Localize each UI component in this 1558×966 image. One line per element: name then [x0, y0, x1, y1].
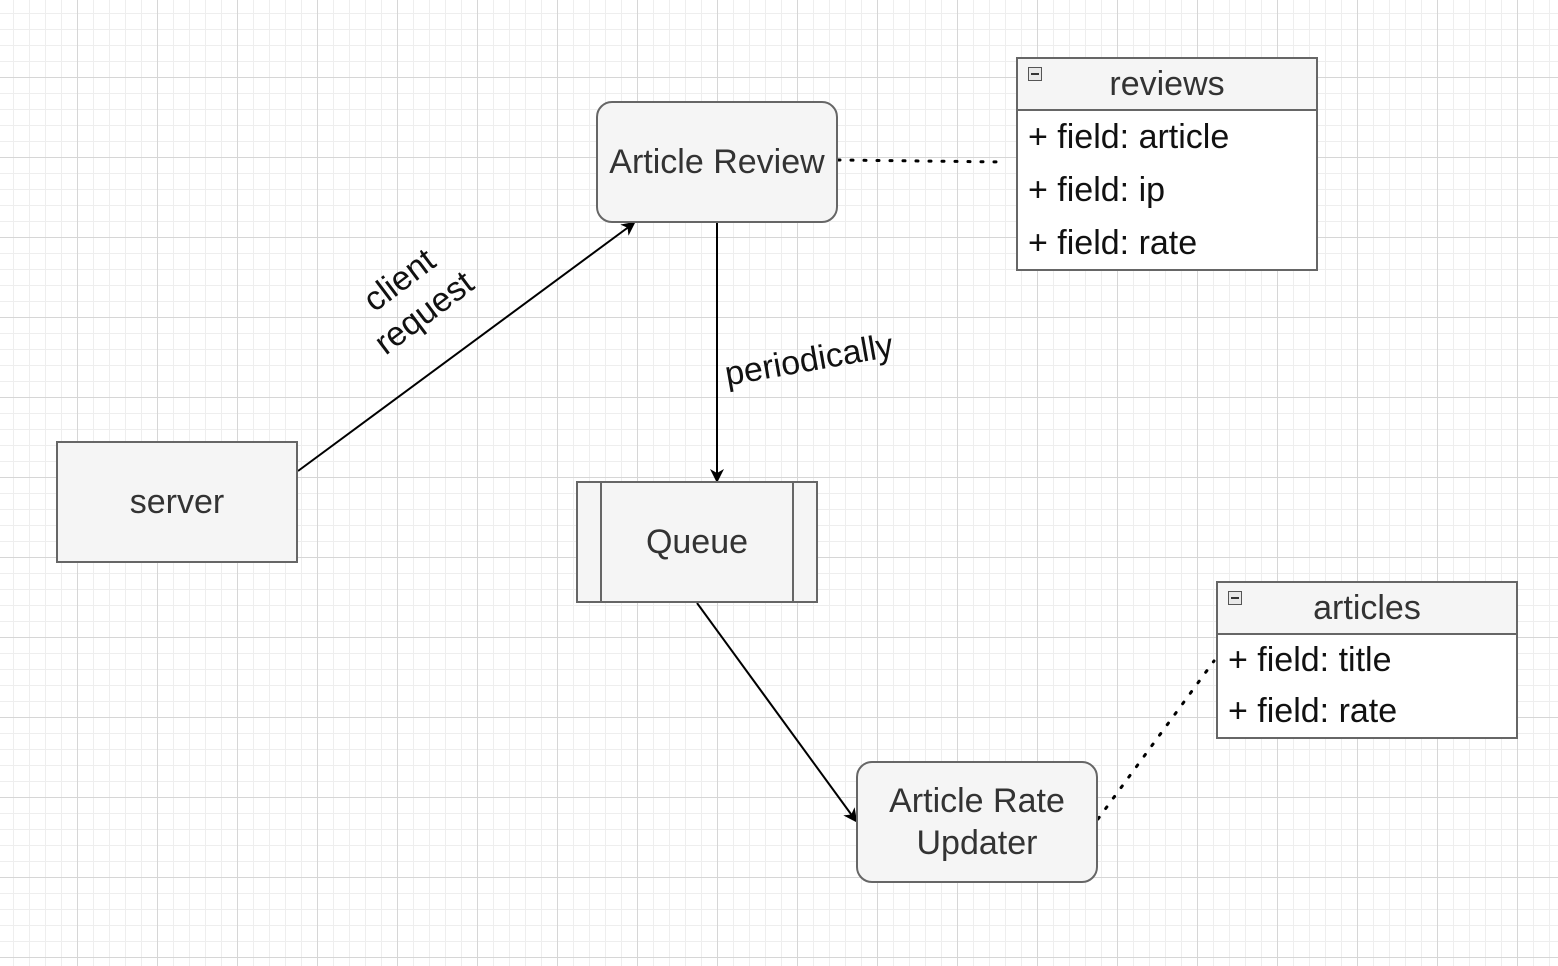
reviews-table[interactable]: reviews + field: article + field: ip + f…	[1016, 57, 1318, 271]
server-label: server	[129, 482, 225, 521]
articles-table-title: articles	[1313, 588, 1421, 627]
queue-node[interactable]: Queue	[576, 481, 818, 603]
article-review-node[interactable]: Article Review	[596, 101, 838, 223]
link-updater-to-articles[interactable]	[1096, 659, 1216, 821]
collapse-icon[interactable]	[1228, 591, 1242, 605]
article-rate-updater-label: Article Rate Updater	[889, 781, 1065, 863]
articles-table[interactable]: articles + field: title + field: rate	[1216, 581, 1518, 739]
articles-field-title[interactable]: + field: title	[1228, 641, 1392, 679]
edge-queue-to-updater[interactable]	[696, 602, 858, 823]
reviews-field-rate[interactable]: + field: rate	[1028, 224, 1198, 262]
edge-server-to-article-review[interactable]	[297, 221, 636, 472]
queue-left-bar	[600, 483, 602, 601]
articles-table-header: articles	[1218, 583, 1516, 635]
article-rate-updater-node[interactable]: Article Rate Updater	[856, 761, 1098, 883]
queue-right-bar	[792, 483, 794, 601]
reviews-field-article[interactable]: + field: article	[1028, 118, 1230, 156]
queue-label: Queue	[645, 522, 749, 561]
articles-field-rate[interactable]: + field: rate	[1228, 692, 1398, 730]
reviews-table-header: reviews	[1018, 59, 1316, 111]
reviews-field-ip[interactable]: + field: ip	[1028, 171, 1166, 209]
link-article-review-to-reviews[interactable]	[836, 158, 1007, 164]
server-node[interactable]: server	[56, 441, 298, 563]
collapse-icon[interactable]	[1028, 67, 1042, 81]
article-review-label: Article Review	[609, 142, 825, 181]
reviews-table-title: reviews	[1109, 64, 1225, 103]
